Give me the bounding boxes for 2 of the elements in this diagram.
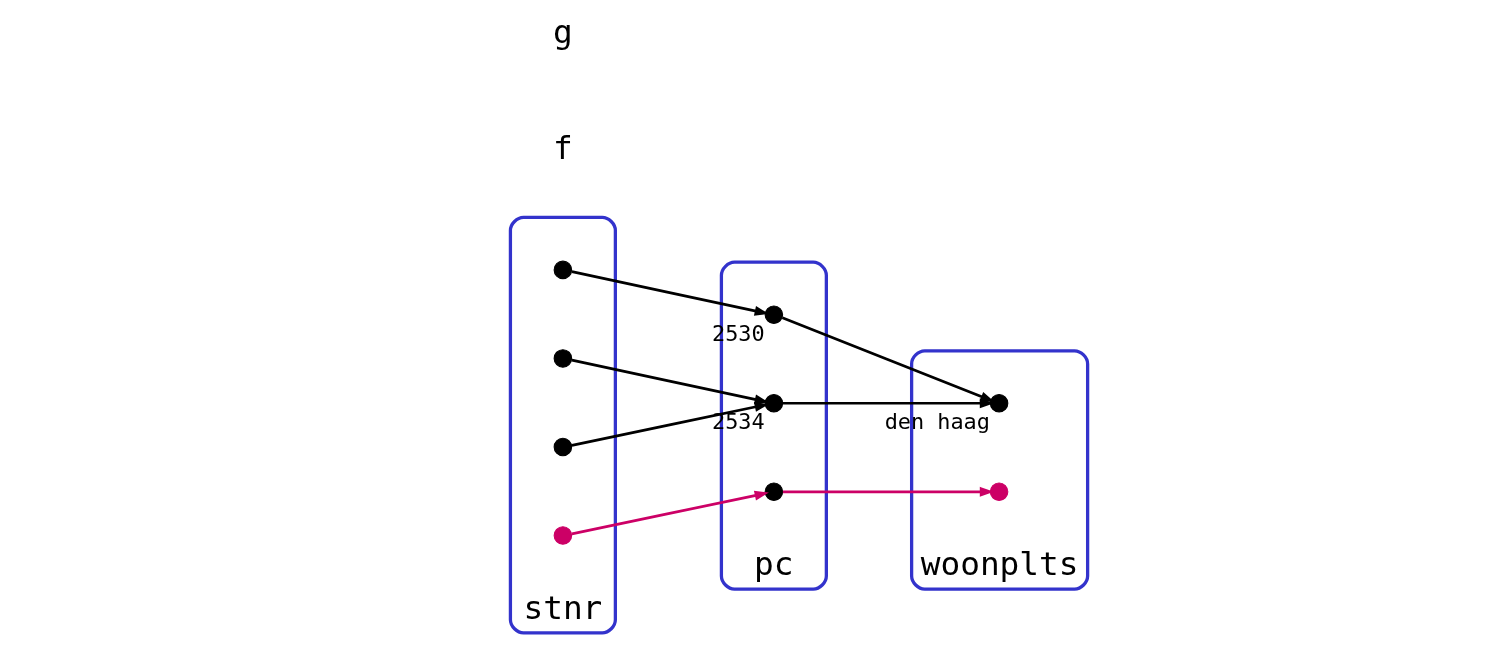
label: f [553, 128, 573, 167]
label: g [553, 13, 573, 52]
